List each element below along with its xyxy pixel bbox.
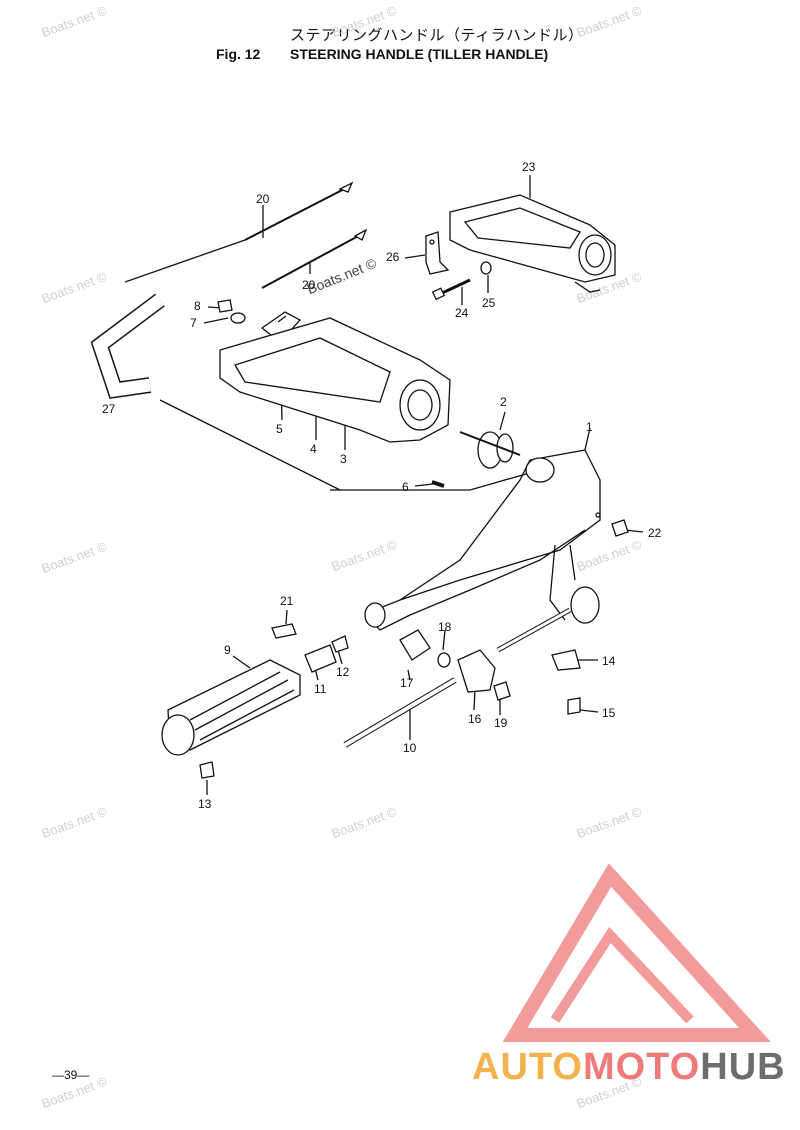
part-label-21: 21 <box>280 594 294 608</box>
part-label-14: 14 <box>602 654 616 668</box>
part-label-4: 4 <box>310 442 317 456</box>
part-label-3: 3 <box>340 452 347 466</box>
part-label-27: 27 <box>102 402 116 416</box>
lower-housing <box>219 317 451 443</box>
logo-text-hub: HUB <box>700 1046 786 1088</box>
part-label-9: 9 <box>224 643 231 657</box>
figure-title: STEERING HANDLE (TILLER HANDLE) <box>290 46 549 62</box>
part-label-24: 24 <box>455 306 469 320</box>
part-label-6: 6 <box>402 480 409 494</box>
part-label-15: 15 <box>602 706 616 720</box>
part-label-18: 18 <box>438 620 452 634</box>
page-number: —39— <box>52 1068 90 1082</box>
part-label-26: 26 <box>386 250 400 264</box>
automotohub-logo-mark <box>502 863 771 1042</box>
part-26-bracket <box>425 231 450 275</box>
part-label-19: 19 <box>494 716 508 730</box>
part-label-7: 7 <box>190 316 197 330</box>
part-label-10: 10 <box>403 741 417 755</box>
part-label-1: 1 <box>586 420 593 434</box>
part-label-16: 16 <box>468 712 482 726</box>
part-label-2: 2 <box>500 395 507 409</box>
part-label-5: 5 <box>276 422 283 436</box>
part-label-11: 11 <box>314 682 327 696</box>
part-label-22: 22 <box>648 526 662 540</box>
part-label-13: 13 <box>198 797 212 811</box>
part-9-grip <box>161 659 301 756</box>
part-label-25: 25 <box>482 296 496 310</box>
part-label-17: 17 <box>400 676 414 690</box>
automotohub-logo-text: AUTOMOTOHUB <box>472 1046 786 1089</box>
logo-text-auto: AUTO <box>472 1046 583 1088</box>
part-1-tiller-arm <box>364 449 601 631</box>
part-label-8: 8 <box>194 299 201 313</box>
logo-text-moto: MOTO <box>582 1046 701 1088</box>
figure-number: Fig. 12 <box>216 46 261 62</box>
part-23-housing <box>449 194 616 293</box>
part-label-20b: 20 <box>302 278 316 292</box>
part-label-23: 23 <box>522 160 536 174</box>
part-label-20a: 20 <box>256 192 270 206</box>
part-label-12: 12 <box>336 665 350 679</box>
figure-title-japanese: ステアリングハンドル（ティラハンドル） <box>290 26 584 44</box>
